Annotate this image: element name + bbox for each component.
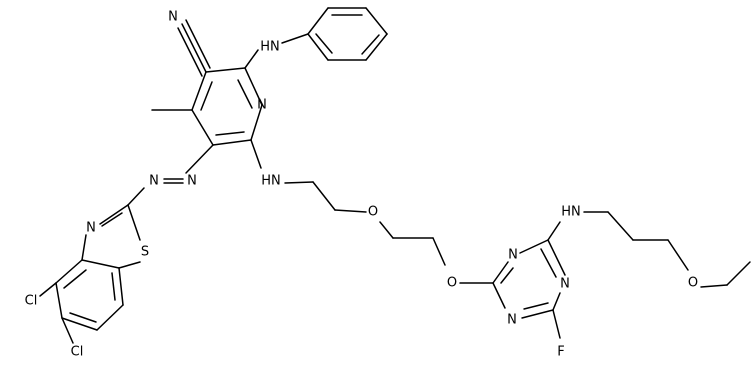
thiazole-double-bond xyxy=(101,212,123,227)
amino-nh-bond xyxy=(547,221,561,241)
amino-chain-bond xyxy=(667,239,689,271)
chloro-1-label: Cl xyxy=(25,294,38,309)
chain-bond xyxy=(379,221,394,239)
aniline-nh-bond xyxy=(244,49,259,69)
linker-nh-bond xyxy=(284,181,314,184)
triazine-double-bond xyxy=(540,248,557,278)
amino-chain-bond xyxy=(607,211,634,241)
triazine-n1-label: N xyxy=(508,248,518,263)
thiazole-s-label: S xyxy=(141,245,149,260)
phenyl-bond xyxy=(365,33,388,61)
nitrile-triple-bond xyxy=(181,23,207,73)
ethoxy-bond xyxy=(700,284,728,288)
phenyl-bond xyxy=(365,7,388,35)
pyridine-double-bond xyxy=(215,131,245,136)
nitrile-n-label: N xyxy=(168,10,178,25)
aniline-nh-label: HN xyxy=(260,40,280,55)
thiazole-bond xyxy=(127,204,141,241)
pyridine-bond xyxy=(191,71,207,111)
triazine-bond xyxy=(519,239,549,254)
linker-nh-bond xyxy=(250,139,262,169)
thiazole-bond xyxy=(118,261,141,269)
thiazole-bond xyxy=(81,259,120,269)
chain-bond xyxy=(432,237,446,266)
pyridine-n-label: N xyxy=(257,98,267,113)
fluoro-bond xyxy=(552,309,561,339)
thiazole-bond xyxy=(99,204,129,225)
ethoxy-o-label: O xyxy=(688,276,698,291)
thiazole-n-label: N xyxy=(86,221,96,236)
benzene-bond xyxy=(55,259,83,284)
azo-n2-label: N xyxy=(149,174,159,189)
phenyl-double-bond xyxy=(361,34,380,55)
pyridine-bond xyxy=(191,109,214,146)
chloro-bond xyxy=(39,282,57,297)
chloro-bond xyxy=(61,317,74,344)
azo-bond xyxy=(185,144,214,174)
phenyl-bond xyxy=(307,33,329,61)
ether-o2-label: O xyxy=(447,276,457,291)
triazine-double-bond xyxy=(500,267,514,284)
triazine-bond xyxy=(552,292,561,311)
pyridine-double-bond xyxy=(200,81,213,111)
phenyl-double-bond xyxy=(315,33,333,54)
bonds xyxy=(39,7,751,344)
azo-bond xyxy=(127,187,145,206)
triazine-bond xyxy=(492,261,509,284)
nitrile-triple-bond xyxy=(185,19,211,69)
aniline-nh-bond xyxy=(281,33,309,44)
thiazole-bond xyxy=(81,234,87,261)
chain-bond xyxy=(334,209,367,213)
azo-n1-label: N xyxy=(187,174,197,189)
triazine-bond xyxy=(547,239,566,276)
ether-o1-label: O xyxy=(368,205,378,220)
pyridine-bond xyxy=(212,139,252,146)
pyridine-bond xyxy=(205,67,246,73)
triazine-n3-label: N xyxy=(507,313,517,328)
linker-nh-label: HN xyxy=(261,174,281,189)
amino-nh-label: HN xyxy=(561,205,581,220)
ethoxy-bond xyxy=(726,261,751,286)
fluoro-label: F xyxy=(557,345,564,360)
nitrile-triple-bond xyxy=(177,27,203,77)
benzene-bond xyxy=(61,317,98,331)
triazine-bond xyxy=(521,309,554,319)
triazine-n2-label: N xyxy=(560,277,570,292)
phenyl-bond xyxy=(307,7,329,35)
pyridine-double-bond xyxy=(237,79,253,109)
benzene-double-bond xyxy=(69,312,97,323)
chloro-2-label: Cl xyxy=(71,345,84,360)
pyridine-bond xyxy=(250,104,263,141)
triazine-double-bond xyxy=(523,302,549,310)
pyridine-bond xyxy=(244,67,263,106)
benzene-double-bond xyxy=(111,272,116,301)
benzene-bond xyxy=(96,304,124,331)
atom-labels: N HN N N N N S Cl Cl HN O O N N N HN F O xyxy=(25,10,698,360)
triazine-bond xyxy=(492,282,506,309)
chain-bond xyxy=(312,181,336,211)
benzene-bond xyxy=(118,267,124,306)
benzene-double-bond xyxy=(63,269,87,289)
benzene-bond xyxy=(55,282,63,319)
